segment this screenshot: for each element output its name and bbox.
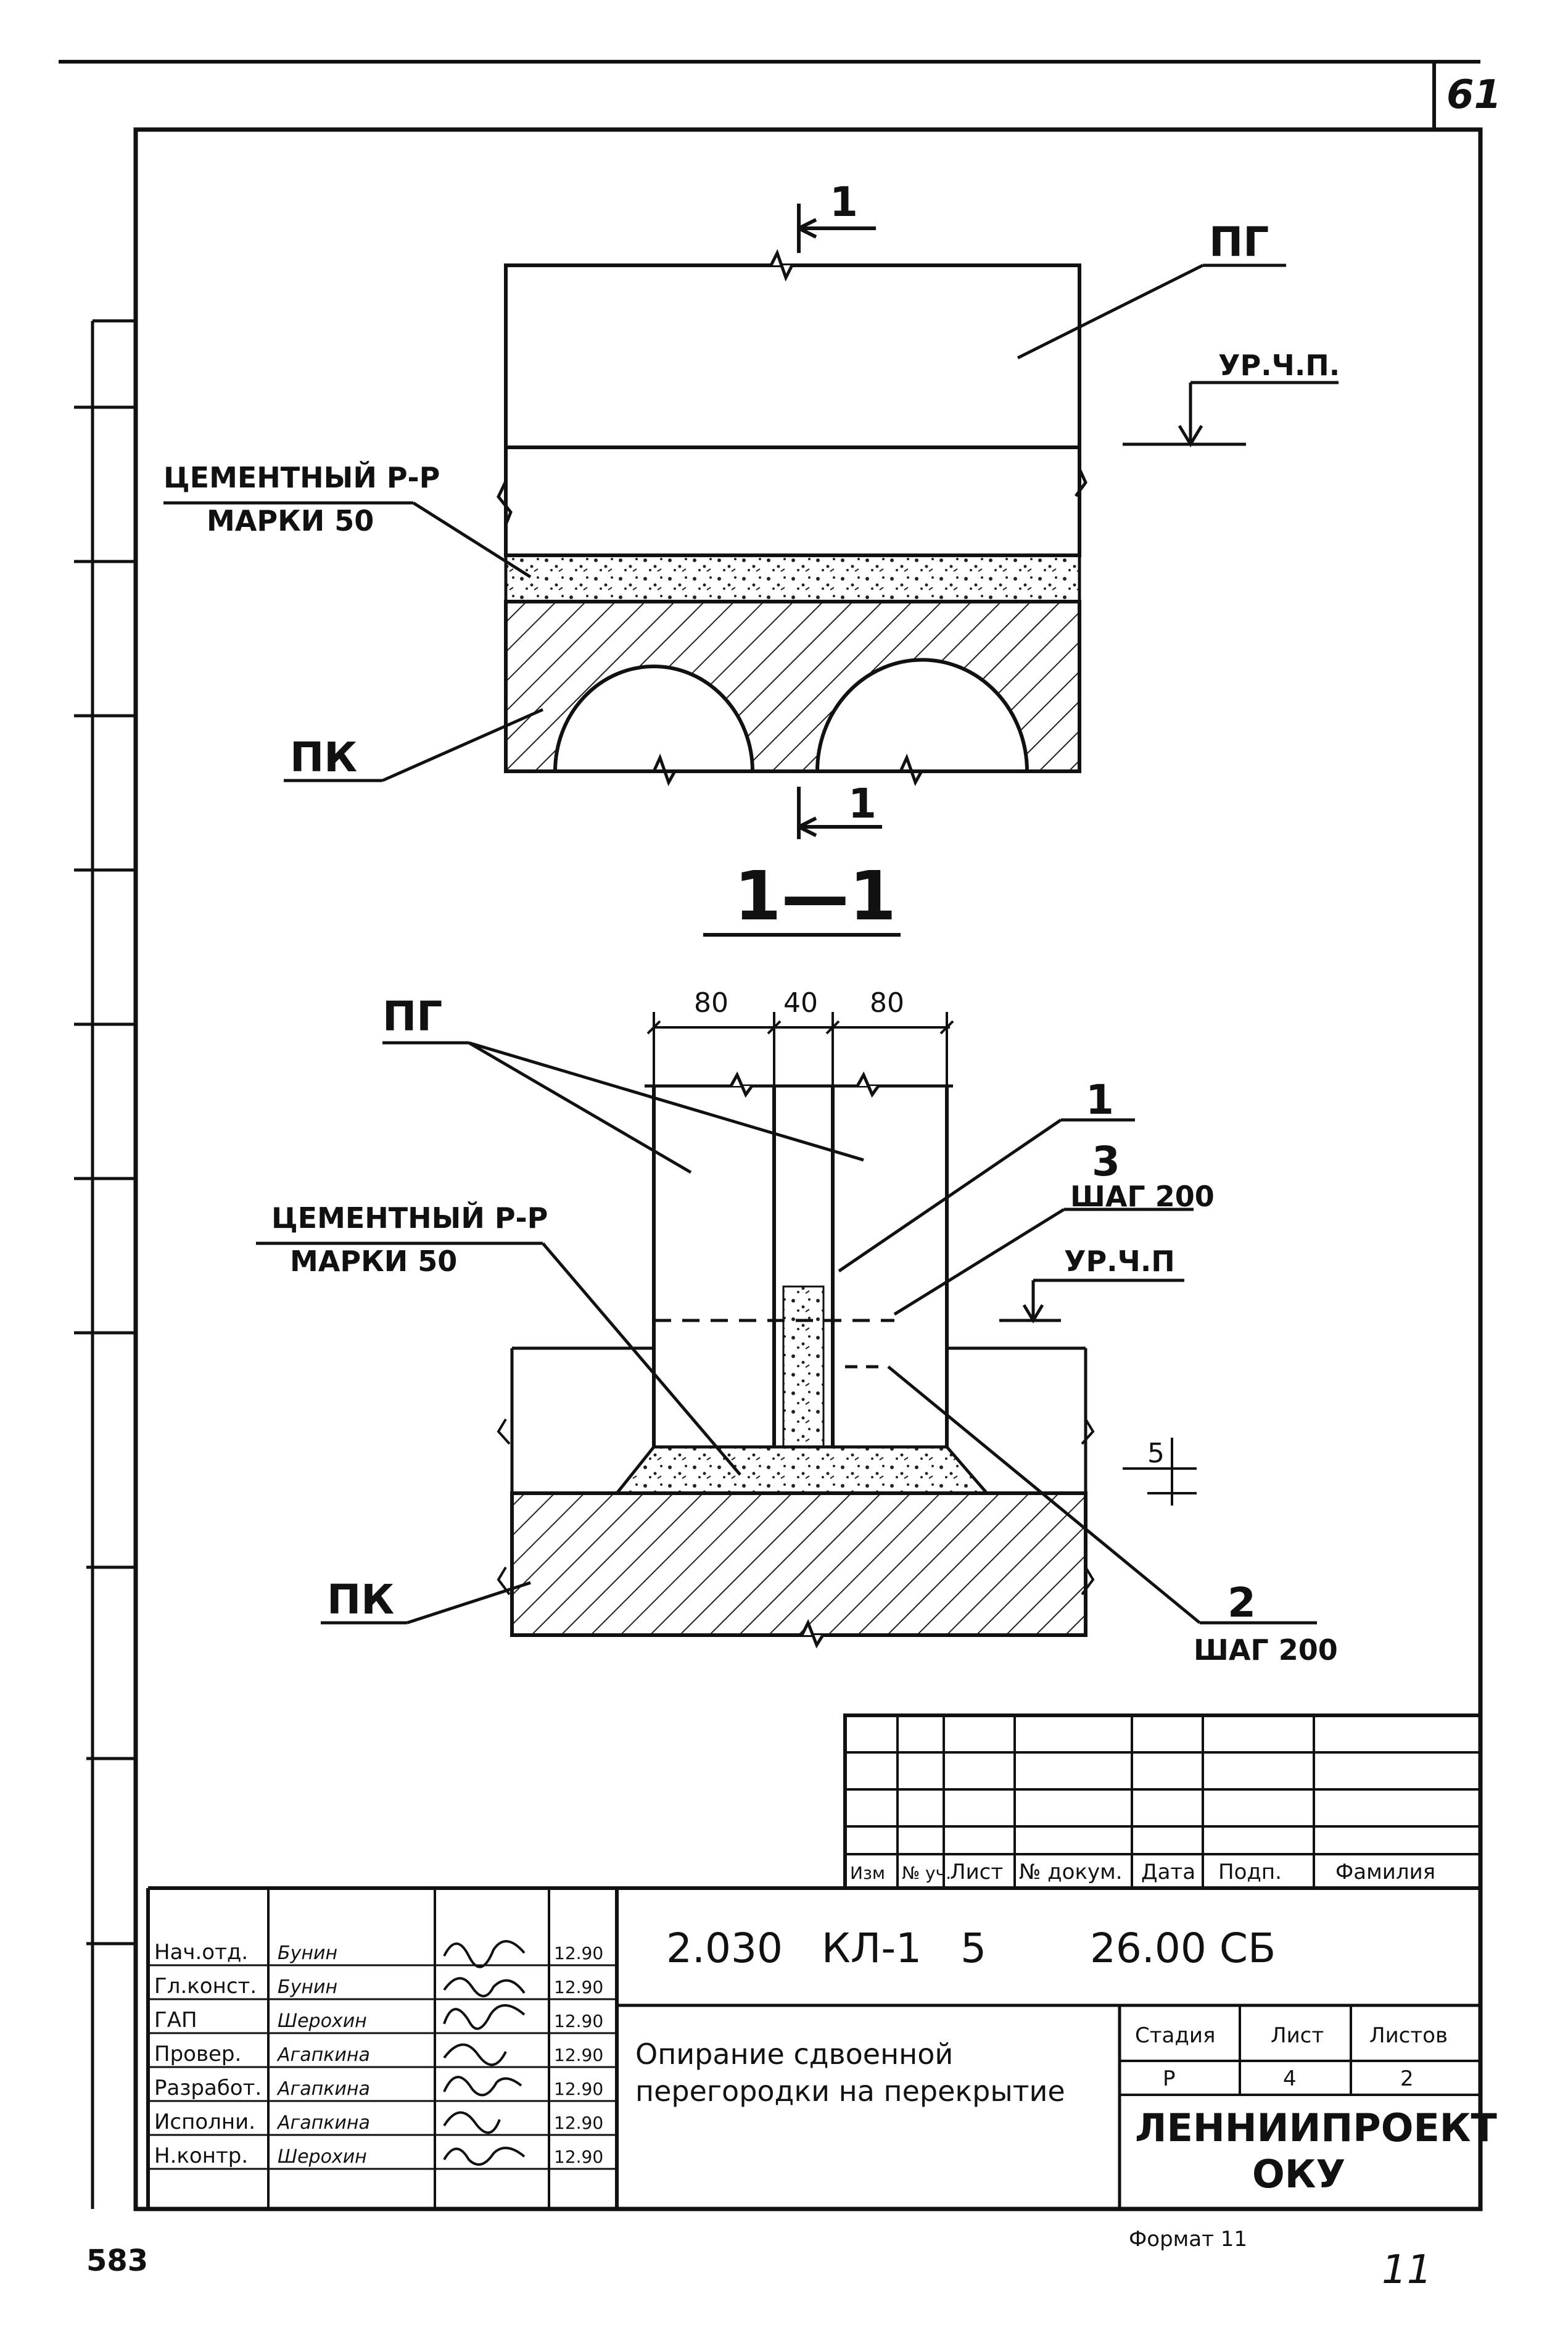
gap-filler	[782, 1285, 825, 1448]
sig-date-6: 12.90	[554, 2113, 603, 2133]
format-label: Формат 11	[1129, 2227, 1247, 2252]
organization-line2: ОКУ	[1252, 2152, 1345, 2197]
sig-name-1: Бунин	[278, 1942, 337, 1964]
section-view: 1—1 80 40 80	[256, 856, 1338, 1667]
rev-header-doc: № докум.	[1019, 1860, 1123, 1884]
plan-label-pg: ПГ	[1209, 218, 1269, 266]
sheet-value: 4	[1283, 2066, 1297, 2091]
sig-role-7: Н.контр.	[154, 2144, 248, 2168]
sig-role-3: ГАП	[154, 2008, 197, 2033]
sig-name-7: Шерохин	[278, 2146, 367, 2168]
title-block-grid	[146, 1886, 1480, 2209]
callout-3: 3	[1092, 1138, 1120, 1185]
callout-3-note: ШАГ 200	[1070, 1180, 1215, 1213]
sig-name-6: Агапкина	[276, 2112, 370, 2134]
stage-value: Р	[1163, 2066, 1176, 2091]
plan-label-mortar-1: ЦЕМЕНТНЫЙ Р-Р	[163, 461, 440, 494]
section-label-pg: ПГ	[382, 993, 442, 1040]
plan-level-mark	[1123, 381, 1339, 447]
sheets-value: 2	[1400, 2066, 1414, 2091]
sig-role-5: Разработ.	[154, 2076, 262, 2100]
page-number-left: 583	[86, 2244, 148, 2278]
sig-role-2: Гл.конст.	[154, 1974, 257, 1999]
sig-date-1: 12.90	[554, 1943, 603, 1963]
gap-dimension-value: 5	[1147, 1438, 1165, 1469]
signature-rows: Нач.отд. Бунин 12.90 Гл.конст. Бунин 12.…	[154, 1940, 603, 2168]
sig-date-5: 12.90	[554, 2079, 603, 2099]
section-floor-slab	[510, 1491, 1087, 1637]
rev-header-uch: № уч.	[902, 1863, 951, 1883]
drawing-title-line1: Опирание сдвоенной	[635, 2037, 953, 2071]
sig-role-4: Провер.	[154, 2042, 241, 2066]
sheets-header: Листов	[1369, 2023, 1448, 2048]
sig-date-3: 12.90	[554, 2011, 603, 2031]
page-number-right: 11	[1382, 2247, 1432, 2293]
sig-name-4: Агапкина	[276, 2044, 370, 2066]
sheet-number: 61	[1446, 72, 1501, 118]
rev-header-sign: Подп.	[1218, 1860, 1282, 1884]
stage-header: Стадия	[1135, 2023, 1215, 2048]
plan-mortar-layer	[504, 553, 1081, 603]
dim-left: 80	[694, 987, 728, 1019]
section-level-mark	[999, 1278, 1184, 1324]
plan-slab-void-left	[553, 665, 755, 773]
sheet-frame	[59, 60, 1483, 2211]
section-marker-top	[797, 204, 876, 253]
section-label-level: УР.Ч.П	[1064, 1245, 1175, 1278]
plan-label-pk: ПК	[290, 734, 357, 781]
section-dimension-line	[646, 1012, 954, 1086]
rev-header-izm: Изм	[850, 1863, 885, 1883]
section-title: 1—1	[734, 856, 896, 935]
sig-role-6: Исполни.	[154, 2110, 255, 2134]
callout-1: 1	[1086, 1076, 1114, 1124]
revision-table	[843, 1713, 1482, 1890]
plan-view: 1 1 ПГ УР.Ч.П. ЦЕМЕНТНЫЙ Р-Р МАРКИ 50 ПК	[163, 178, 1340, 839]
rev-header-list: Лист	[950, 1860, 1003, 1884]
rev-header-date: Дата	[1141, 1860, 1195, 1884]
organization-line1: ЛЕННИИПРОЕКТ	[1135, 2105, 1497, 2150]
sig-date-4: 12.90	[554, 2045, 603, 2065]
callout-2-note: ШАГ 200	[1194, 1633, 1338, 1667]
sheet-header: Лист	[1271, 2023, 1324, 2048]
section-label-mortar-2: МАРКИ 50	[290, 1245, 457, 1278]
section-label-mortar-1: ЦЕМЕНТНЫЙ Р-Р	[271, 1201, 548, 1235]
dim-right: 80	[870, 987, 904, 1019]
section-marker-top-label: 1	[830, 178, 858, 226]
sig-name-2: Бунин	[278, 1976, 337, 1998]
plan-label-mortar-2: МАРКИ 50	[207, 504, 374, 537]
sig-date-7: 12.90	[554, 2147, 603, 2167]
dim-mid: 40	[783, 987, 818, 1019]
plan-partition-panel	[504, 263, 1081, 557]
section-marker-bottom-label: 1	[848, 780, 877, 827]
handwritten-signatures	[443, 1940, 526, 2166]
sig-role-1: Нач.отд.	[154, 1940, 248, 1965]
rev-header-name: Фамилия	[1335, 1860, 1435, 1884]
sig-name-5: Агапкина	[276, 2078, 370, 2100]
sig-date-2: 12.90	[554, 1977, 603, 1997]
plan-slab-void-right	[815, 658, 1030, 773]
section-marker-bottom	[797, 787, 882, 839]
plan-label-level: УР.Ч.П.	[1218, 349, 1340, 382]
section-label-pk: ПК	[327, 1576, 394, 1623]
gap-dimension	[1123, 1438, 1197, 1506]
document-code: 2.030 КЛ-1 5 26.00 СБ	[666, 1925, 1276, 1972]
callout-2: 2	[1228, 1579, 1256, 1626]
drawing-title-line2: перегородки на перекрытие	[635, 2074, 1065, 2108]
sig-name-3: Шерохин	[278, 2010, 367, 2032]
section-mortar-bed	[613, 1445, 991, 1495]
